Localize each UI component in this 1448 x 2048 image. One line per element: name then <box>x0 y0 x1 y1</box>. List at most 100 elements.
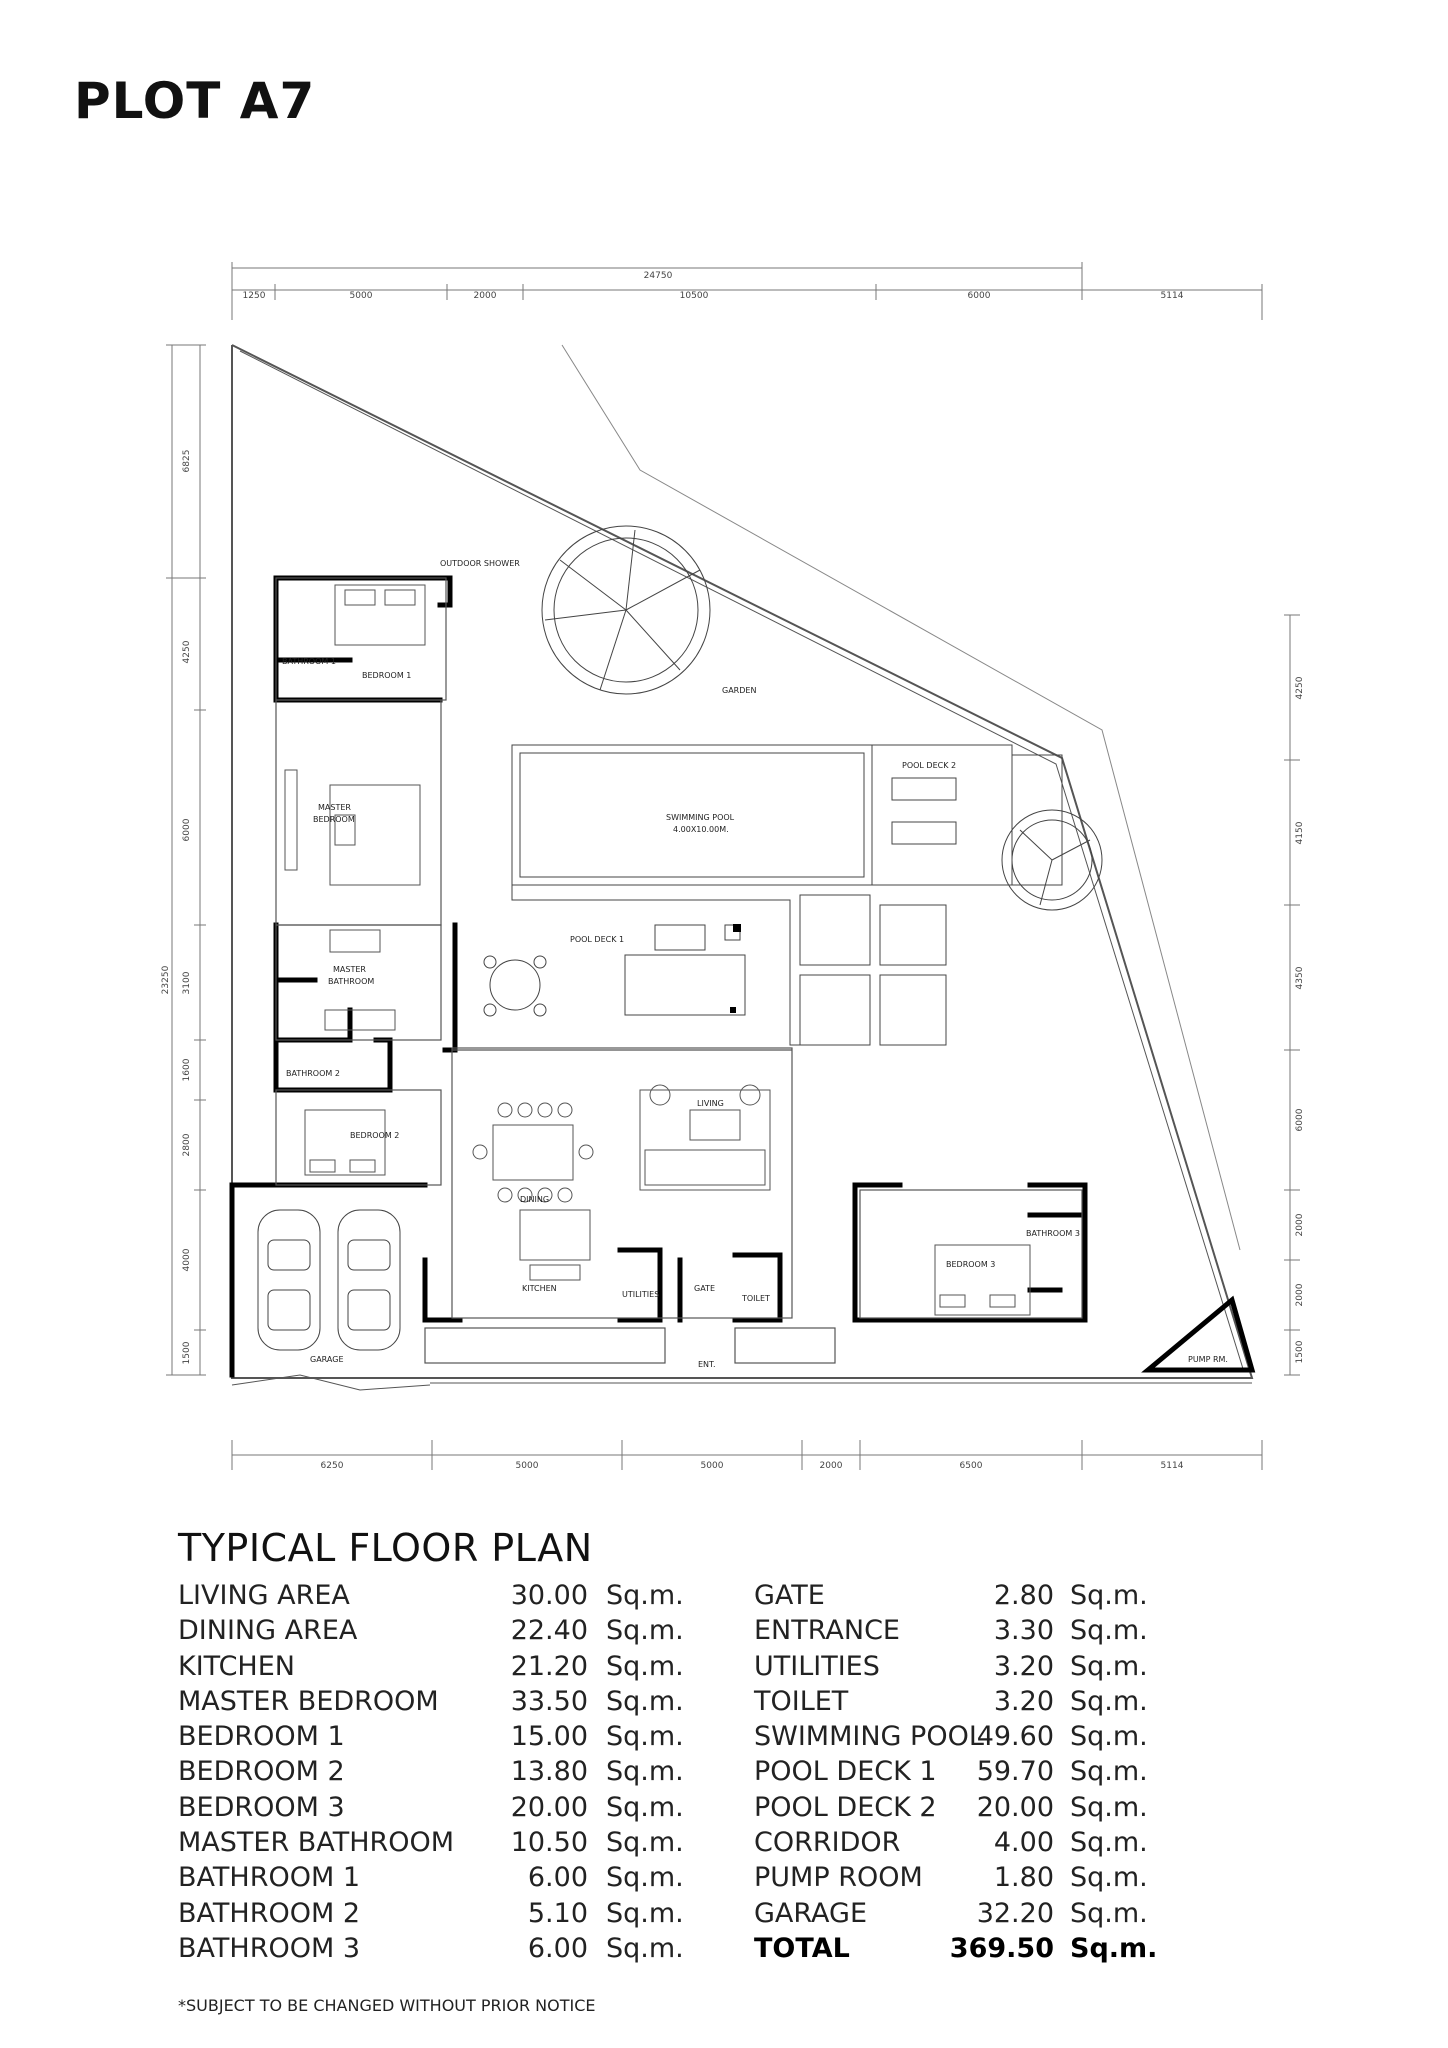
area-row: UTILITIES 3.20 Sq.m. <box>754 1649 1174 1684</box>
label-garage: GARAGE <box>310 1355 344 1364</box>
label-master-bedroom-line2: BEDROOM <box>313 815 355 824</box>
dim-overall-top: 24750 <box>644 271 673 281</box>
area-unit: Sq.m. <box>1070 1932 1158 1964</box>
page-title: PLOT A7 <box>74 72 316 130</box>
area-value: 3.20 <box>993 1650 1054 1682</box>
area-unit: Sq.m. <box>1070 1897 1148 1929</box>
area-unit: Sq.m. <box>1070 1791 1148 1823</box>
area-value: 369.50 <box>949 1932 1054 1964</box>
section-title: TYPICAL FLOOR PLAN <box>178 1526 593 1570</box>
dim-bottom-5: 6500 <box>960 1461 983 1471</box>
label-bedroom-1: BEDROOM 1 <box>362 671 411 680</box>
dim-bottom-4: 2000 <box>820 1461 843 1471</box>
area-value: 30.00 <box>510 1580 588 1611</box>
label-toilet: TOILET <box>741 1294 770 1303</box>
area-value: 33.50 <box>510 1685 588 1717</box>
area-unit: Sq.m. <box>606 1862 684 1894</box>
area-value: 4.00 <box>993 1827 1054 1859</box>
label-pump-room: PUMP RM. <box>1188 1355 1228 1364</box>
area-name: GARAGE <box>754 1897 868 1929</box>
area-name: KITCHEN <box>178 1650 295 1682</box>
dim-right-4: 6000 <box>1295 1108 1305 1131</box>
dim-top-3: 2000 <box>474 291 497 301</box>
area-name: MASTER BATHROOM <box>178 1827 455 1859</box>
area-row: TOILET 3.20 Sq.m. <box>754 1684 1174 1719</box>
area-unit: Sq.m. <box>1070 1827 1148 1859</box>
area-unit: Sq.m. <box>1070 1650 1148 1682</box>
interior-furniture <box>284 584 1031 1316</box>
pool-area <box>511 744 1063 1046</box>
label-bedroom-2: BEDROOM 2 <box>350 1131 399 1140</box>
dim-top-4: 10500 <box>680 291 709 301</box>
label-master-bathroom-line1: MASTER <box>333 965 366 974</box>
label-master-bathroom-line2: BATHROOM <box>328 977 374 986</box>
area-value: 6.00 <box>527 1862 588 1894</box>
dim-top-6: 5114 <box>1161 291 1184 301</box>
dim-bottom-2: 5000 <box>516 1461 539 1471</box>
area-name: BEDROOM 3 <box>178 1791 345 1823</box>
area-unit: Sq.m. <box>606 1756 684 1788</box>
dining-table <box>472 1102 594 1203</box>
label-bathroom-2: BATHROOM 2 <box>286 1069 340 1078</box>
label-entrance: ENT. <box>698 1360 716 1369</box>
dim-left-7: 1500 <box>182 1341 192 1364</box>
area-value: 32.20 <box>976 1897 1054 1929</box>
label-utilities: UTILITIES <box>622 1290 659 1299</box>
area-name: CORRIDOR <box>754 1827 901 1859</box>
label-master-bedroom-line1: MASTER <box>318 803 351 812</box>
dim-left-4: 1600 <box>182 1058 192 1081</box>
area-name: LIVING AREA <box>178 1580 350 1611</box>
area-name: BATHROOM 3 <box>178 1932 361 1964</box>
area-name: SWIMMING POOL <box>754 1721 984 1753</box>
dim-right-2: 4150 <box>1295 821 1305 844</box>
dim-bottom-1: 6250 <box>321 1461 344 1471</box>
living-sofa <box>639 1084 771 1191</box>
area-name: TOTAL <box>754 1932 850 1964</box>
dim-left-outer-2: 23250 <box>161 965 171 994</box>
area-name: POOL DECK 2 <box>754 1791 937 1823</box>
area-row: TOTAL 369.50 Sq.m. <box>754 1931 1174 1966</box>
area-value: 3.30 <box>993 1615 1054 1647</box>
label-pool-deck-1: POOL DECK 1 <box>570 935 624 944</box>
area-unit: Sq.m. <box>606 1615 684 1647</box>
label-swimming-pool: SWIMMING POOL <box>666 813 735 822</box>
pool-deck-post-2 <box>730 1007 736 1013</box>
room-labels: OUTDOOR SHOWER BATHROOM 1 BEDROOM 1 MAST… <box>282 559 1228 1369</box>
tree-small <box>1001 809 1103 911</box>
dim-right-1: 4250 <box>1295 676 1305 699</box>
pool-deck-furniture <box>483 924 746 1017</box>
area-unit: Sq.m. <box>1070 1862 1148 1894</box>
area-value: 21.20 <box>510 1650 588 1682</box>
area-value: 3.20 <box>993 1685 1054 1717</box>
area-row: CORRIDOR 4.00 Sq.m. <box>754 1825 1174 1860</box>
dim-left-outer-1: 6825 <box>182 450 192 473</box>
area-name: POOL DECK 1 <box>754 1756 937 1788</box>
label-living: LIVING <box>697 1099 724 1108</box>
house-walls-thin <box>275 577 1083 1364</box>
label-bathroom-3: BATHROOM 3 <box>1026 1229 1080 1238</box>
area-unit: Sq.m. <box>1070 1756 1148 1788</box>
area-name: TOILET <box>754 1685 849 1717</box>
area-name: PUMP ROOM <box>754 1862 923 1894</box>
area-name: ENTRANCE <box>754 1615 900 1647</box>
garage-cars <box>257 1209 401 1351</box>
label-pool-deck-2: POOL DECK 2 <box>902 761 956 770</box>
dim-top-2: 5000 <box>350 291 373 301</box>
area-name: BATHROOM 2 <box>178 1897 361 1929</box>
area-unit: Sq.m. <box>1070 1685 1148 1717</box>
dim-left-1: 4250 <box>182 640 192 663</box>
area-name: UTILITIES <box>754 1650 880 1682</box>
label-bathroom-1: BATHROOM 1 <box>282 657 336 666</box>
dim-left-5: 2800 <box>182 1133 192 1156</box>
area-unit: Sq.m. <box>606 1650 684 1682</box>
